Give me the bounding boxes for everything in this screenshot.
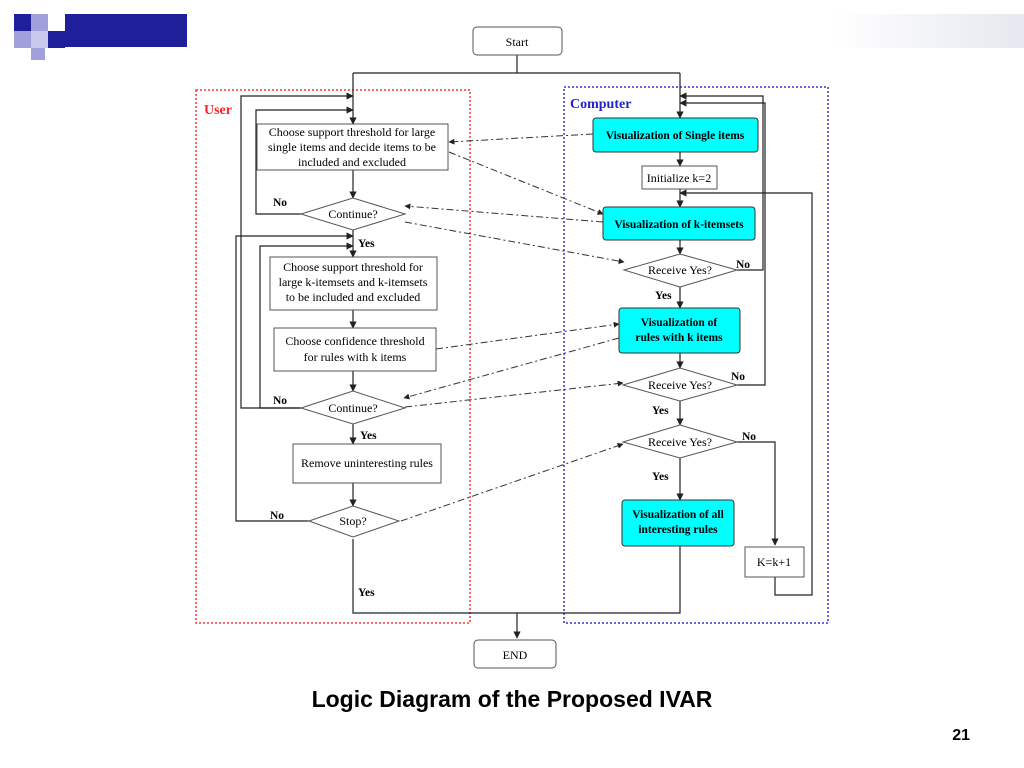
user-choose-single-line3: included and excluded: [298, 155, 406, 169]
user-continue-2-label: Continue?: [328, 401, 377, 415]
computer-vis-rules-node: [618, 307, 741, 354]
link-vis-k-to-continue1: [404, 203, 604, 223]
logo-square-light-4: [31, 48, 45, 60]
computer-increment-label: K=k+1: [757, 555, 791, 569]
user-stop-label: Stop?: [339, 514, 366, 528]
flow-vis-all-to-end: [513, 546, 681, 639]
user-region: [195, 89, 471, 624]
start-node: [472, 26, 563, 56]
loop-recv1-no: [679, 92, 764, 271]
computer-vis-all-line1: Visualization of all: [632, 509, 724, 521]
user-remove-rules-label: Remove uninteresting rules: [301, 456, 433, 470]
link-stop-to-recv3: [400, 442, 624, 522]
user-choose-single-line1: Choose support threshold for large: [269, 125, 435, 139]
computer-vis-rules-line1: Visualization of: [641, 317, 718, 329]
loop-inc-back: [679, 189, 813, 596]
user-choose-conf-node: [273, 327, 437, 372]
label-yes-stop: Yes: [358, 587, 375, 599]
computer-receive-1-decision: [622, 253, 739, 288]
page-number: 21: [952, 727, 970, 744]
computer-vis-single-label: Visualization of Single items: [606, 130, 745, 142]
loop-stop-no: [235, 232, 354, 522]
user-region-label: User: [204, 103, 232, 118]
logo-square-light-3: [31, 31, 48, 48]
loop-recv3-no: [737, 441, 779, 546]
label-no-continue-2: No: [273, 395, 287, 407]
user-choose-k-line2: large k-itemsets and k-itemsets: [279, 275, 428, 289]
label-yes-receive-2: Yes: [652, 405, 669, 417]
loop-continue1-no: [255, 106, 354, 215]
user-choose-k-node: [269, 256, 438, 311]
label-no-continue-1: No: [273, 197, 287, 209]
loop-continue2-no-outer: [240, 92, 354, 409]
label-yes-continue-2: Yes: [360, 430, 377, 442]
user-choose-single-node: [256, 123, 449, 171]
computer-receive-2-decision: [621, 367, 739, 402]
label-no-receive-2: No: [731, 371, 745, 383]
user-choose-single-line2: single items and decide items to be: [268, 140, 436, 154]
computer-vis-all-node: [621, 499, 735, 547]
logo-square-dark-1: [14, 14, 31, 31]
computer-init-node: [641, 165, 718, 190]
user-choose-k-line1: Choose support threshold for: [283, 260, 423, 274]
link-continue1-to-recv1: [404, 221, 625, 264]
computer-vis-rules-line2: rules with k items: [635, 332, 723, 344]
link-vis-rules-to-continue2: [403, 337, 620, 400]
computer-vis-k-label: Visualization of k-itemsets: [614, 219, 744, 231]
user-continue-1-label: Continue?: [328, 207, 377, 221]
logo-square-light-1: [31, 14, 48, 31]
user-choose-conf-line1: Choose confidence threshold: [285, 334, 424, 348]
end-node: [473, 639, 557, 669]
computer-receive-3-decision: [621, 424, 739, 459]
label-no-receive-3: No: [742, 431, 756, 443]
user-stop-decision: [307, 505, 401, 538]
loop-recv2-no: [679, 99, 766, 386]
computer-region: [563, 86, 829, 624]
link-user-to-vis-k: [448, 151, 604, 215]
header-gradient-bar: [832, 14, 1024, 48]
logo-square-light-2: [14, 31, 31, 48]
computer-vis-all-line2: interesting rules: [638, 524, 718, 536]
flow-stop-to-end: [352, 539, 517, 614]
user-choose-conf-line2: for rules with k items: [304, 350, 407, 364]
logo-square-dark-2: [48, 31, 65, 48]
computer-increment-node: [744, 546, 805, 578]
header-bar: [65, 14, 187, 47]
computer-init-label: Initialize k=2: [647, 171, 711, 185]
computer-vis-k-node: [602, 206, 756, 241]
link-continue2-to-recv2: [404, 380, 624, 408]
label-no-stop: No: [270, 510, 284, 522]
user-remove-rules-node: [292, 443, 442, 484]
user-choose-k-line3: to be included and excluded: [286, 290, 421, 304]
user-continue-2-decision: [299, 390, 407, 425]
slide-title: Logic Diagram of the Proposed IVAR: [311, 686, 713, 712]
link-vis-single-to-user: [448, 133, 594, 145]
label-no-receive-1: No: [736, 259, 750, 271]
computer-vis-single-node: [592, 117, 759, 153]
label-yes-continue-1: Yes: [358, 238, 375, 250]
link-conf-to-vis-rules: [435, 321, 620, 350]
label-yes-receive-1: Yes: [655, 290, 672, 302]
user-continue-1-decision: [299, 197, 407, 231]
start-label: Start: [506, 35, 529, 49]
label-yes-receive-3: Yes: [652, 471, 669, 483]
computer-receive-1-label: Receive Yes?: [648, 263, 712, 277]
end-label: END: [503, 648, 528, 662]
computer-region-label: Computer: [570, 97, 631, 112]
computer-receive-3-label: Receive Yes?: [648, 435, 712, 449]
computer-receive-2-label: Receive Yes?: [648, 378, 712, 392]
